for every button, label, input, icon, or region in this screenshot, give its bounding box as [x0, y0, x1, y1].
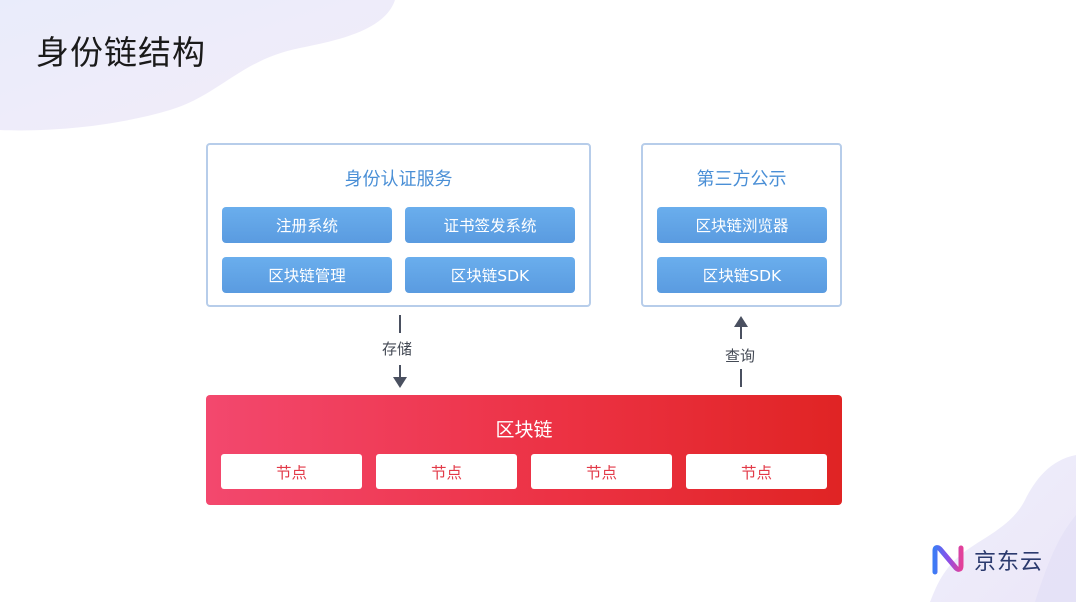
node-box: 节点: [376, 454, 517, 489]
identity-service-panel: 身份认证服务 注册系统 证书签发系统 区块链管理 区块链SDK: [206, 143, 591, 307]
page-title: 身份链结构: [36, 33, 206, 72]
query-arrow: [734, 316, 748, 387]
certificate-issuance-button[interactable]: 证书签发系统: [405, 207, 575, 243]
query-label: 查询: [725, 347, 756, 365]
blockchain-browser-button[interactable]: 区块链浏览器: [657, 207, 827, 243]
identity-service-title: 身份认证服务: [344, 169, 453, 190]
blockchain-management-button[interactable]: 区块链管理: [222, 257, 392, 293]
store-arrow: [393, 315, 407, 388]
jdcloud-logo: 京东云: [930, 544, 1043, 576]
third-party-title: 第三方公示: [696, 169, 787, 190]
node-box: 节点: [686, 454, 827, 489]
blockchain-title: 区块链: [495, 419, 553, 441]
blockchain-bar: 区块链 节点 节点 节点 节点: [206, 395, 842, 505]
jdcloud-logo-text: 京东云: [974, 550, 1044, 575]
blockchain-sdk-button[interactable]: 区块链SDK: [405, 257, 575, 293]
registration-system-button[interactable]: 注册系统: [222, 207, 392, 243]
node-box: 节点: [221, 454, 362, 489]
node-box: 节点: [531, 454, 672, 489]
third-party-panel: 第三方公示 区块链浏览器 区块链SDK: [641, 143, 842, 307]
jdcloud-logo-icon: [932, 545, 964, 575]
store-label: 存储: [382, 340, 413, 358]
bottom-right-decoration: [930, 455, 1076, 602]
third-party-sdk-button[interactable]: 区块链SDK: [657, 257, 827, 293]
